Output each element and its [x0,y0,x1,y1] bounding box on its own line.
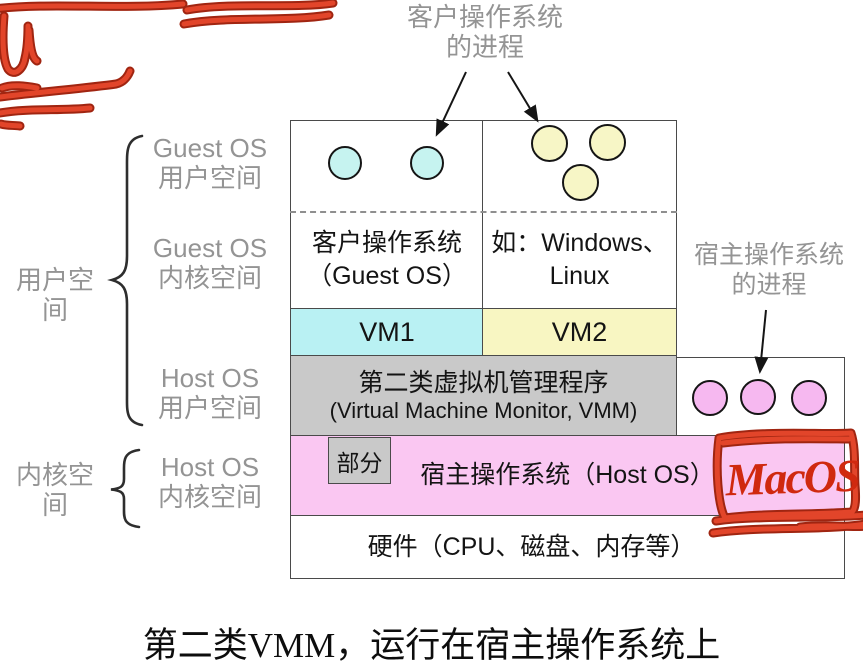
label-line: 内核空间 [157,263,262,293]
user-kernel-dashed-divider [290,211,677,213]
guest-process-circle [562,164,599,201]
guest-process-circle [531,125,568,162]
host-process-circle [692,380,728,416]
examples-line2: Linux [549,262,610,290]
guest-process-caption-line1: 客户操作系统 [406,2,563,32]
vmm-label-line1: 第二类虚拟机管理程序 [358,368,609,397]
guest-process-circle [328,146,362,180]
guest-process-caption-line2: 的进程 [445,32,524,62]
guest-os-cell-line2: （Guest OS） [307,262,467,290]
partial-label: 部分 [336,449,383,476]
guest-process-area-vm1 [290,120,484,212]
hardware-label: 硬件（CPU、磁盘、内存等） [367,532,696,561]
label-line: Guest OS [152,233,268,263]
label-line: Host OS [160,363,260,393]
vmm-label-line2: (Virtual Machine Monitor, VMM) [329,397,638,423]
diagram-caption: 第二类VMM，运行在宿主操作系统上 [142,626,721,662]
label-host-user-space: Host OS 用户空间 [145,363,275,423]
user-space-brace [107,134,144,427]
guest-process-circle [589,124,626,161]
label-line: Guest OS [152,133,268,163]
label-guest-kernel-space: Guest OS 内核空间 [145,233,275,293]
label-kernel-space: 内核空间 [4,460,106,520]
label-line: 用户空间 [157,163,262,193]
vm2-label: VM2 [551,316,608,347]
host-process-caption-line2: 的进程 [731,271,807,299]
guest-process-circle [410,146,444,180]
host-os-label: 宿主操作系统（Host OS） [420,461,715,489]
label-line: 内核空间 [157,482,262,512]
vm2-bar: VM2 [482,308,677,356]
guest-os-cell-line1: 客户操作系统 [311,229,462,257]
label-guest-user-space: Guest OS 用户空间 [145,133,275,193]
vm1-bar: VM1 [290,308,484,356]
guest-os-cell: 客户操作系统 （Guest OS） [290,212,484,309]
label-line: 用户空间 [157,393,262,423]
kernel-space-brace [110,448,141,529]
label-host-kernel-space: Host OS 内核空间 [145,452,275,512]
host-process-caption: 宿主操作系统 的进程 [690,240,848,300]
vmm-bar: 第二类虚拟机管理程序 (Virtual Machine Monitor, VMM… [290,355,677,436]
host-process-circle [740,379,776,415]
arrow-to-vm2-process [507,71,539,123]
partial-box: 部分 [328,437,391,484]
macos-handwritten-annotation: MacOS [724,449,860,506]
label-line: Host OS [160,452,260,482]
host-process-circle [791,380,827,416]
label-line: 内核空间 [15,460,94,520]
examples-line1: 如：Windows、 [491,229,668,257]
label-user-space: 用户空间 [4,265,106,325]
guest-os-examples-cell: 如：Windows、 Linux [482,212,677,309]
hardware-bar: 硬件（CPU、磁盘、内存等） [290,515,845,579]
vm1-label: VM1 [359,316,415,347]
label-line: 用户空间 [15,265,94,325]
host-process-caption-line1: 宿主操作系统 [693,241,844,269]
guest-process-caption: 客户操作系统 的进程 [395,2,575,62]
